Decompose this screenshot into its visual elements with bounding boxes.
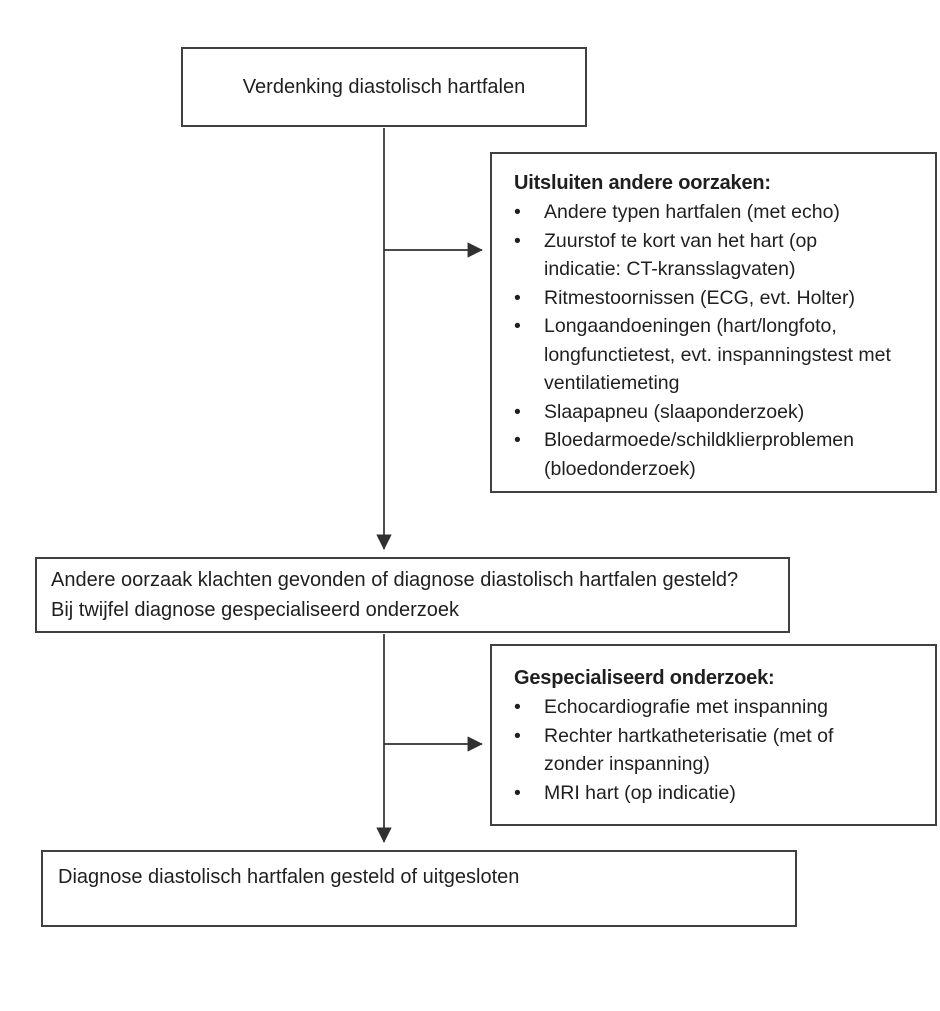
- exclusion-box-title: Uitsluiten andere oorzaken:: [514, 172, 771, 194]
- decision-box: Andere oorzaak klachten gevonden of diag…: [35, 557, 790, 633]
- bullet-item-text: Slaapapneu (slaaponderzoek): [544, 400, 805, 423]
- bullet-item: Zuurstof te kort van het hart (op indica…: [514, 227, 929, 284]
- specialized-box-title: Gespecialiseerd onderzoek:: [514, 667, 775, 689]
- decision-box-line2: Bij twijfel diagnose gespecialiseerd ond…: [51, 599, 460, 621]
- bullet-item: MRI hart (op indicatie): [514, 779, 929, 808]
- final-box: Diagnose diastolisch hartfalen gesteld o…: [41, 850, 797, 927]
- bullet-item-text: Zuurstof te kort van het hart (op indica…: [544, 229, 818, 281]
- decision-box-line1: Andere oorzaak klachten gevonden of diag…: [51, 569, 739, 591]
- bullet-item-text: MRI hart (op indicatie): [544, 781, 736, 804]
- exclusion-box: Uitsluiten andere oorzaken: Andere typen…: [490, 152, 937, 493]
- bullet-item: Longaandoeningen (hart/longfoto, longfun…: [514, 312, 929, 398]
- bullet-item: Andere typen hartfalen (met echo): [514, 198, 929, 227]
- bullet-item-text: Bloedarmoede/schildklierproblemen (bloed…: [544, 429, 855, 480]
- bullet-item: Rechter hartkatheterisatie (met of zonde…: [514, 722, 929, 779]
- bullet-item: Bloedarmoede/schildklierproblemen (bloed…: [514, 426, 929, 483]
- exclusion-bullet-list: Andere typen hartfalen (met echo) Zuurst…: [514, 198, 929, 483]
- suspicion-box: Verdenking diastolisch hartfalen: [181, 47, 587, 127]
- final-box-text: Diagnose diastolisch hartfalen gesteld o…: [58, 866, 520, 888]
- specialized-box: Gespecialiseerd onderzoek: Echocardiogra…: [490, 644, 937, 826]
- bullet-item: Slaapapneu (slaaponderzoek): [514, 398, 929, 427]
- bullet-item: Ritmestoornissen (ECG, evt. Holter): [514, 284, 929, 313]
- bullet-item-text: Ritmestoornissen (ECG, evt. Holter): [544, 286, 856, 309]
- bullet-item: Echocardiografie met inspanning: [514, 693, 929, 722]
- bullet-item-text: Andere typen hartfalen (met echo): [544, 201, 840, 223]
- specialized-bullet-list: Echocardiografie met inspanning Rechter …: [514, 693, 929, 807]
- bullet-item-text: Longaandoeningen (hart/longfoto, longfun…: [544, 315, 891, 394]
- bullet-item-text: Rechter hartkatheterisatie (met of zonde…: [544, 724, 834, 776]
- bullet-item-text: Echocardiografie met inspanning: [544, 696, 829, 718]
- suspicion-box-text: Verdenking diastolisch hartfalen: [242, 75, 526, 98]
